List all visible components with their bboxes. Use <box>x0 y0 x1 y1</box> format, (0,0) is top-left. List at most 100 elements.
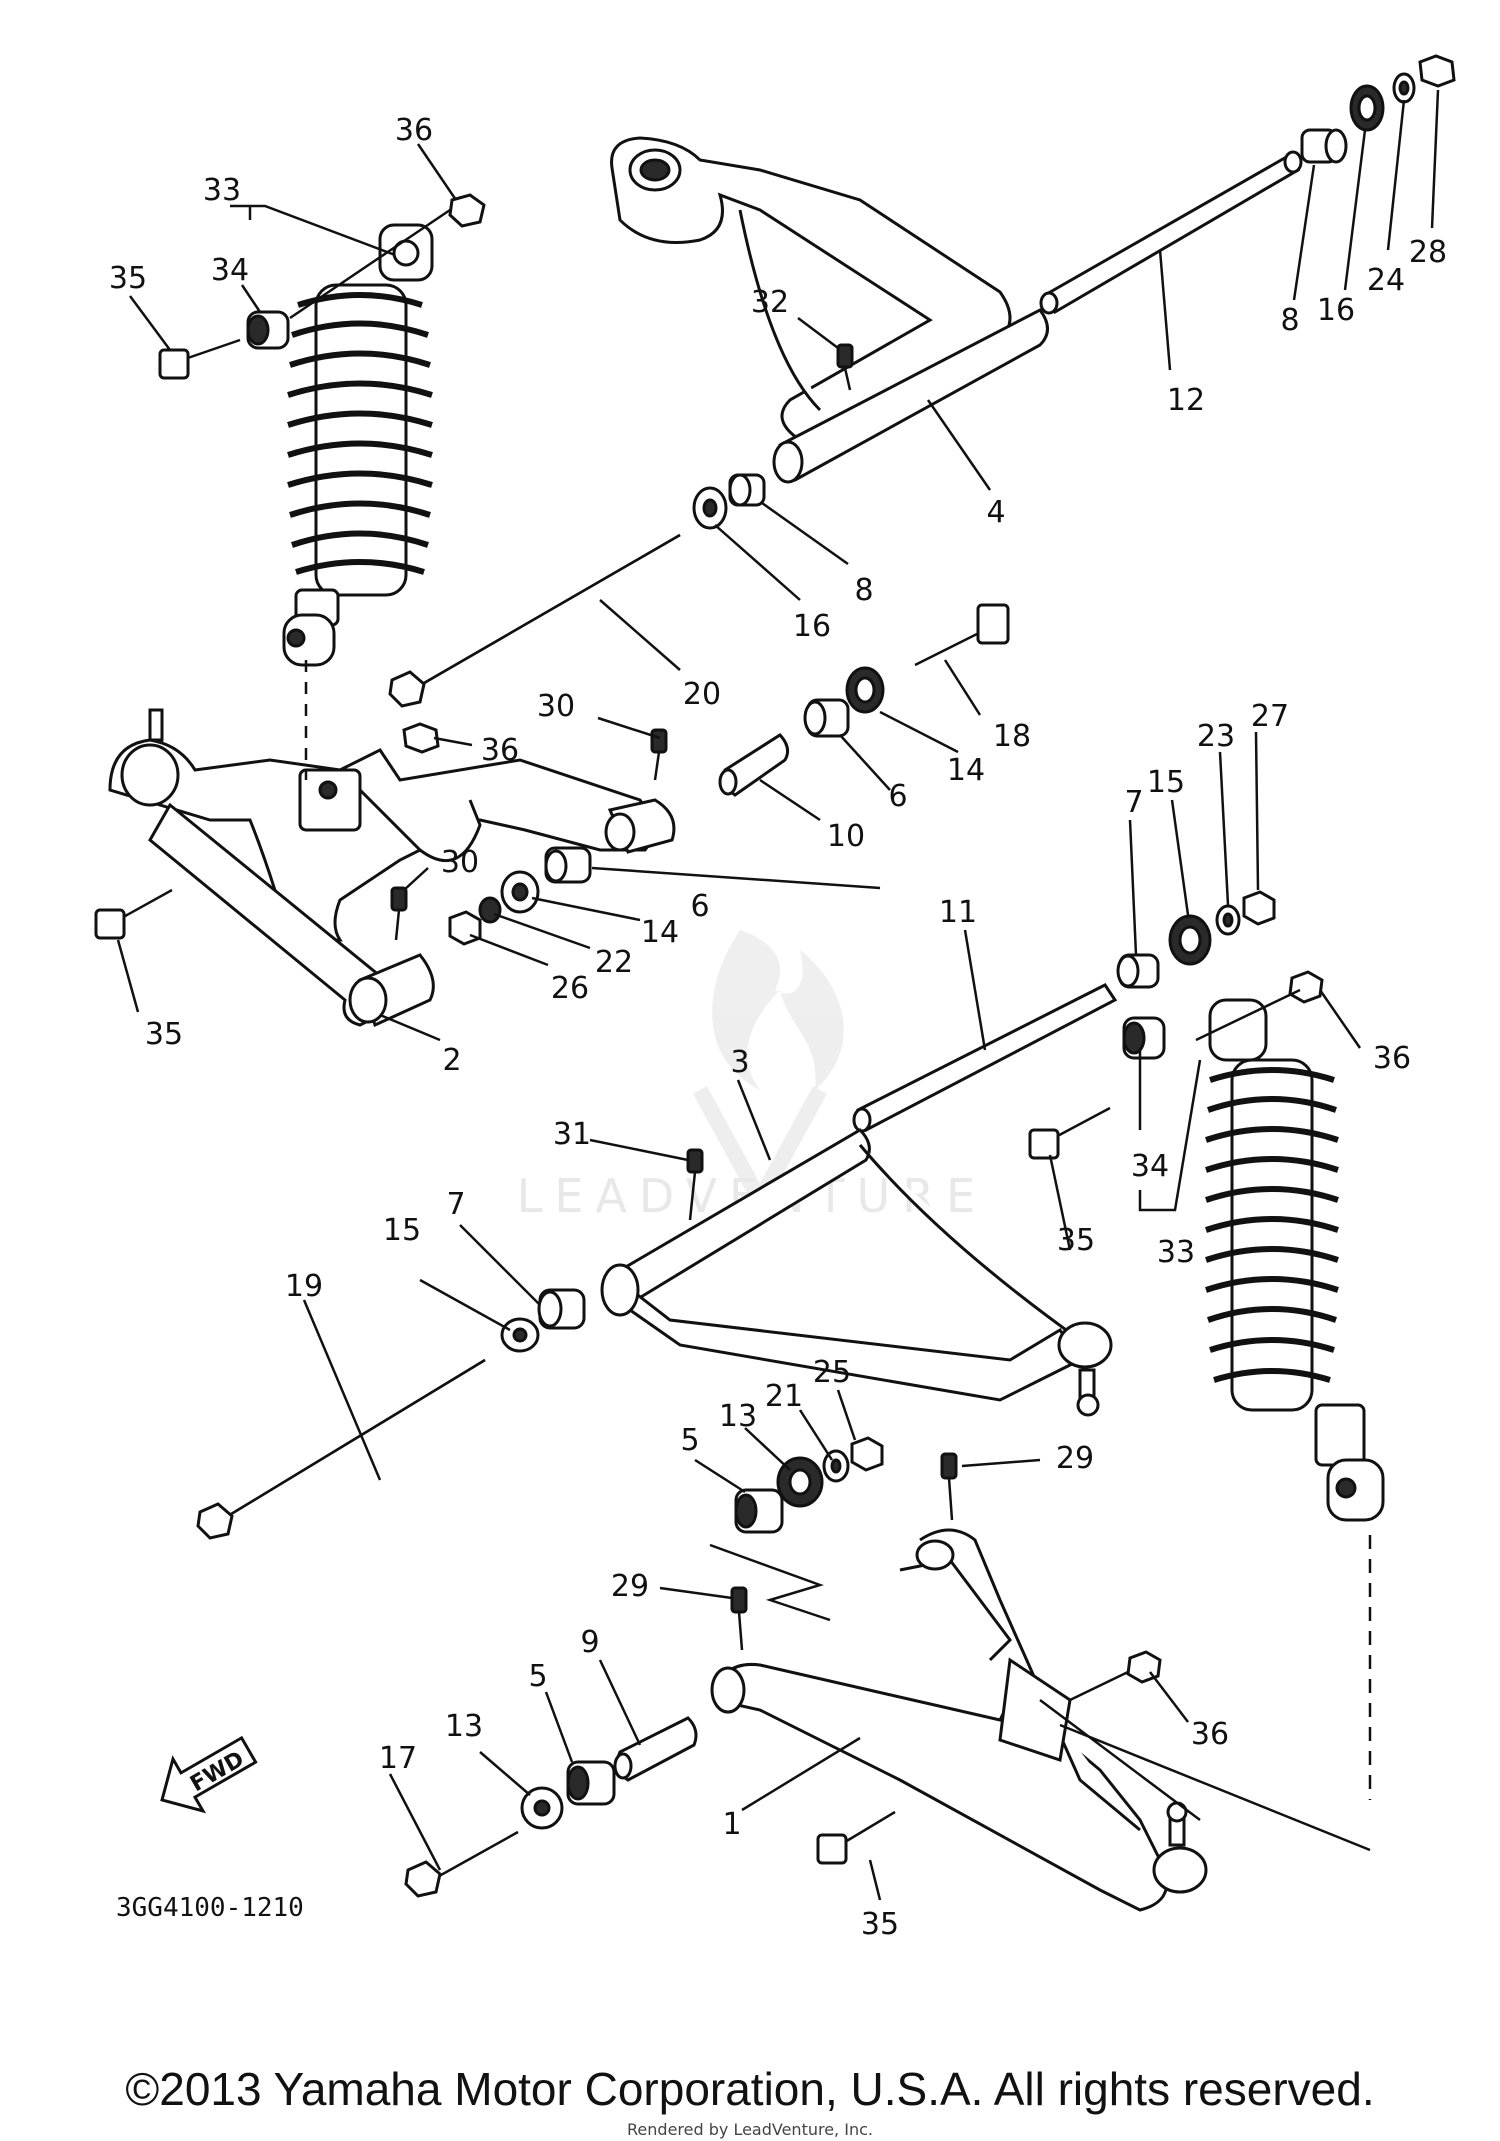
collar-5-lower <box>566 1760 616 1806</box>
callout-29: 29 <box>1056 1441 1094 1476</box>
bolt-35-right <box>1028 1106 1111 1160</box>
callout-25: 25 <box>813 1355 851 1390</box>
part-code: 3GG4100-1210 <box>116 1893 304 1923</box>
callout-8: 8 <box>1280 303 1299 338</box>
callout-6-lower: 6 <box>690 889 709 924</box>
nut-26 <box>448 910 482 946</box>
nut-36-upper <box>448 193 486 228</box>
grease-nipple-32 <box>836 343 854 391</box>
bushing-16-top <box>1349 84 1385 132</box>
washer-24-top <box>1392 72 1416 104</box>
callout-35-right: 35 <box>1057 1223 1095 1258</box>
collar-6-mid <box>803 698 850 738</box>
callout-26: 26 <box>551 971 589 1006</box>
callout-14: 14 <box>947 753 985 788</box>
shaft-11 <box>852 983 1118 1133</box>
callout-36-arm2: 36 <box>481 733 519 768</box>
nut-28-top <box>1418 54 1456 88</box>
washer-21 <box>822 1449 850 1483</box>
callout-36-lower: 36 <box>1191 1717 1229 1752</box>
callout-32: 32 <box>751 285 789 320</box>
callout-7-right: 7 <box>1124 785 1143 820</box>
shock-absorber-lower-right <box>1205 998 1385 1522</box>
grease-nipple-29-a <box>940 1452 958 1521</box>
bushing-13-lower <box>520 1786 564 1830</box>
callout-1: 1 <box>722 1807 741 1842</box>
collar-34-right <box>1122 1016 1166 1060</box>
fwd-arrow: FWD <box>160 1735 258 1814</box>
callout-5: 5 <box>680 1423 699 1458</box>
collar-7-right <box>1116 953 1160 989</box>
shock-spring-upper <box>287 292 433 575</box>
lower-arm-1 <box>710 1528 1208 1912</box>
callout-35-arm2: 35 <box>145 1017 183 1052</box>
callout-13: 13 <box>719 1399 757 1434</box>
bushing-14-mid <box>845 666 885 714</box>
collar-6-lower <box>544 846 592 884</box>
bushing-14-lower <box>500 870 540 914</box>
collar-34-upper <box>246 310 290 350</box>
callout-28: 28 <box>1409 235 1447 270</box>
bolt-35-upper <box>158 338 241 380</box>
upper-arm-2 <box>108 708 676 1028</box>
bolt-35-arm2 <box>94 888 173 940</box>
shaft-12 <box>1039 150 1303 315</box>
collar-8-top <box>1300 128 1348 164</box>
spacer-9 <box>613 1716 698 1782</box>
callout-18: 18 <box>993 719 1031 754</box>
callout-9: 9 <box>580 1625 599 1660</box>
shock-absorber-upper-left <box>282 223 434 667</box>
callout-8-mid: 8 <box>854 573 873 608</box>
bushing-16-mid <box>692 486 728 530</box>
callout-34-right: 34 <box>1131 1149 1169 1184</box>
callout-10: 10 <box>827 819 865 854</box>
bushing-15-right <box>1168 914 1212 966</box>
callout-35-lower: 35 <box>861 1907 899 1942</box>
collar-7-left <box>537 1288 586 1330</box>
callout-16: 16 <box>1317 293 1355 328</box>
rendered-by-note: Rendered by LeadVenture, Inc. <box>627 2120 873 2139</box>
nut-25 <box>850 1436 884 1472</box>
nut-36-right <box>1288 970 1324 1004</box>
bolt-18 <box>914 603 1010 667</box>
callout-29-b: 29 <box>611 1569 649 1604</box>
bolt-19 <box>196 1358 486 1540</box>
lower-arm-3 <box>600 1128 1113 1417</box>
callout-31: 31 <box>553 1117 591 1152</box>
callout-15-left: 15 <box>383 1213 421 1248</box>
callout-27: 27 <box>1251 699 1289 734</box>
bolt-35-lower <box>816 1810 896 1865</box>
nut-36-arm2 <box>402 722 440 754</box>
callout-36: 36 <box>395 113 433 148</box>
upper-arm-4 <box>610 136 1012 442</box>
bolt-17 <box>404 1830 519 1898</box>
callout-12: 12 <box>1167 383 1205 418</box>
callout-30: 30 <box>537 689 575 724</box>
callout-21: 21 <box>765 1379 803 1414</box>
callout-34: 34 <box>211 253 249 288</box>
bolt-20 <box>388 533 681 708</box>
callout-33-right: 33 <box>1157 1235 1195 1270</box>
grease-nipple-29-b <box>730 1586 748 1651</box>
callout-13-lower: 13 <box>445 1709 483 1744</box>
callout-36-right: 36 <box>1373 1041 1411 1076</box>
copyright-notice: ©2013 Yamaha Motor Corporation, U.S.A. A… <box>125 2063 1375 2115</box>
callout-6: 6 <box>888 779 907 814</box>
collar-8-mid <box>728 473 766 507</box>
arm-4-tube-end <box>772 440 804 484</box>
callout-33: 33 <box>203 173 241 208</box>
callout-5-lower: 5 <box>528 1659 547 1694</box>
grease-nipple-30-b <box>390 886 408 941</box>
callout-35: 35 <box>109 261 147 296</box>
callout-14-lower: 14 <box>641 915 679 950</box>
nut-27 <box>1242 890 1276 926</box>
callout-24: 24 <box>1367 263 1405 298</box>
callout-2: 2 <box>442 1043 461 1078</box>
callout-20: 20 <box>683 677 721 712</box>
callout-4: 4 <box>986 495 1005 530</box>
grease-nipple-31 <box>686 1148 704 1221</box>
callout-19: 19 <box>285 1269 323 1304</box>
callout-17: 17 <box>379 1741 417 1776</box>
shock-spring-lower <box>1205 1067 1339 1383</box>
